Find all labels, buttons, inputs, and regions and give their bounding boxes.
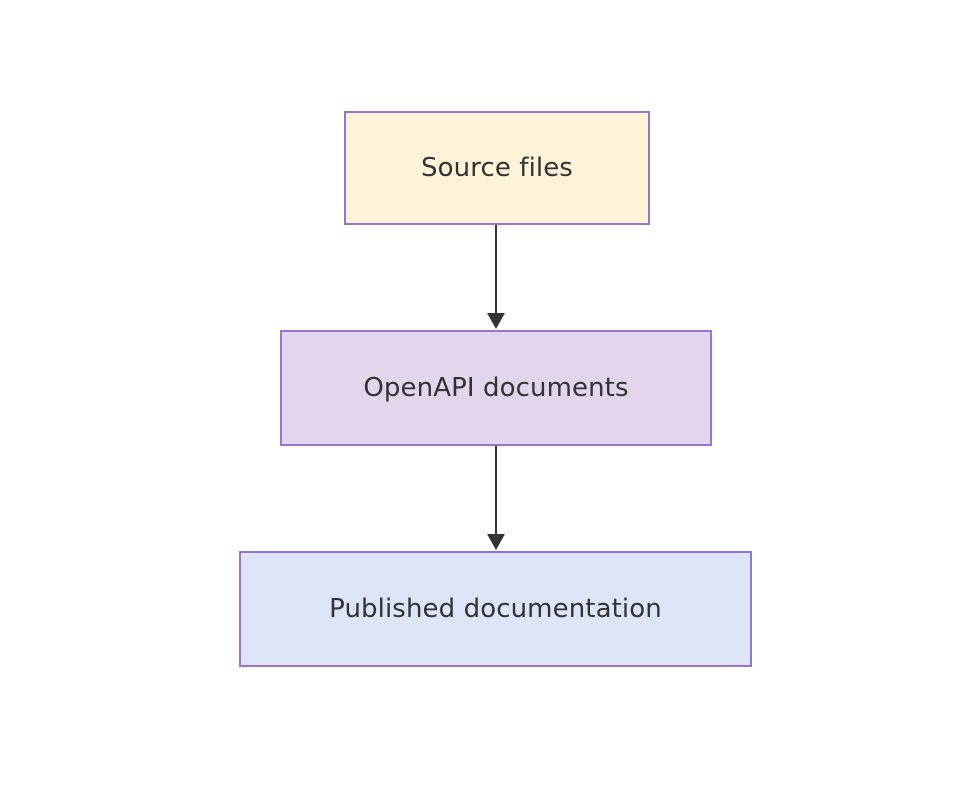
node-published-documentation[interactable]: Published documentation: [239, 551, 752, 667]
edge-source-to-openapi: [487, 225, 505, 329]
node-label-openapi-documents: OpenAPI documents: [363, 373, 629, 403]
node-source-files[interactable]: Source files: [344, 111, 650, 225]
node-openapi-documents[interactable]: OpenAPI documents: [280, 330, 712, 446]
edge-openapi-to-published: [487, 446, 505, 550]
node-label-source-files: Source files: [421, 153, 573, 183]
node-label-published-documentation: Published documentation: [329, 594, 662, 624]
